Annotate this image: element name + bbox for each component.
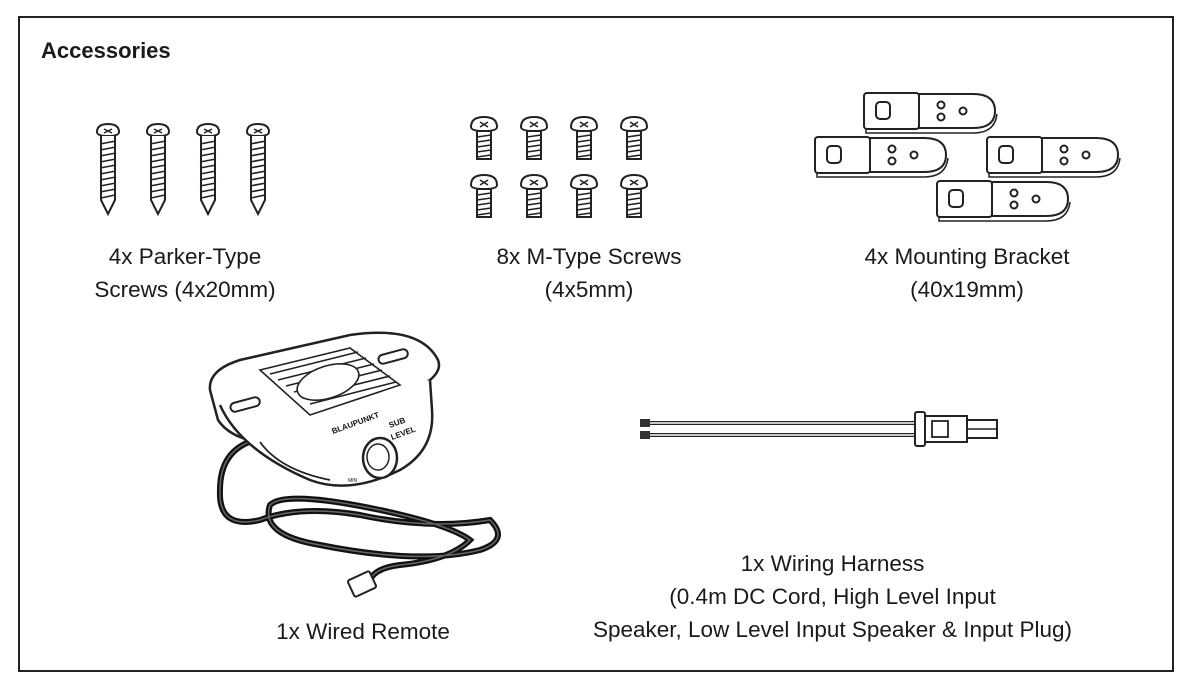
mounting-bracket-illustration bbox=[814, 92, 1121, 222]
wired-remote-illustration: BLAUPUNKT SUB LEVEL MIN bbox=[208, 331, 501, 598]
caption-line: 4x Parker-Type bbox=[108, 244, 262, 269]
caption-line: 4x Mounting Bracket bbox=[864, 244, 1070, 269]
accessories-frame bbox=[18, 16, 1174, 672]
mounting-bracket-caption: 4x Mounting Bracket (40x19mm) bbox=[817, 240, 1117, 306]
parker-screws-illustration bbox=[96, 123, 270, 215]
wiring-harness-caption: 1x Wiring Harness (0.4m DC Cord, High Le… bbox=[560, 547, 1105, 646]
m-type-screws-illustration bbox=[470, 116, 648, 218]
parker-screws-caption: 4x Parker-Type Screws (4x20mm) bbox=[55, 240, 315, 306]
m-type-screws-caption: 8x M-Type Screws (4x5mm) bbox=[459, 240, 719, 306]
caption-line: (0.4m DC Cord, High Level Input bbox=[669, 584, 996, 609]
caption-line: (4x5mm) bbox=[544, 277, 634, 302]
section-title: Accessories bbox=[41, 38, 171, 63]
caption-line: (40x19mm) bbox=[910, 277, 1024, 302]
caption-line: Screws (4x20mm) bbox=[94, 277, 276, 302]
caption-line: 1x Wiring Harness bbox=[740, 551, 925, 576]
caption-line: Speaker, Low Level Input Speaker & Input… bbox=[592, 617, 1073, 642]
wiring-harness-illustration bbox=[640, 411, 998, 447]
caption-line: 1x Wired Remote bbox=[276, 619, 450, 644]
caption-line: 8x M-Type Screws bbox=[496, 244, 682, 269]
wired-remote-caption: 1x Wired Remote bbox=[233, 615, 493, 648]
remote-min-label: MIN bbox=[348, 478, 358, 484]
